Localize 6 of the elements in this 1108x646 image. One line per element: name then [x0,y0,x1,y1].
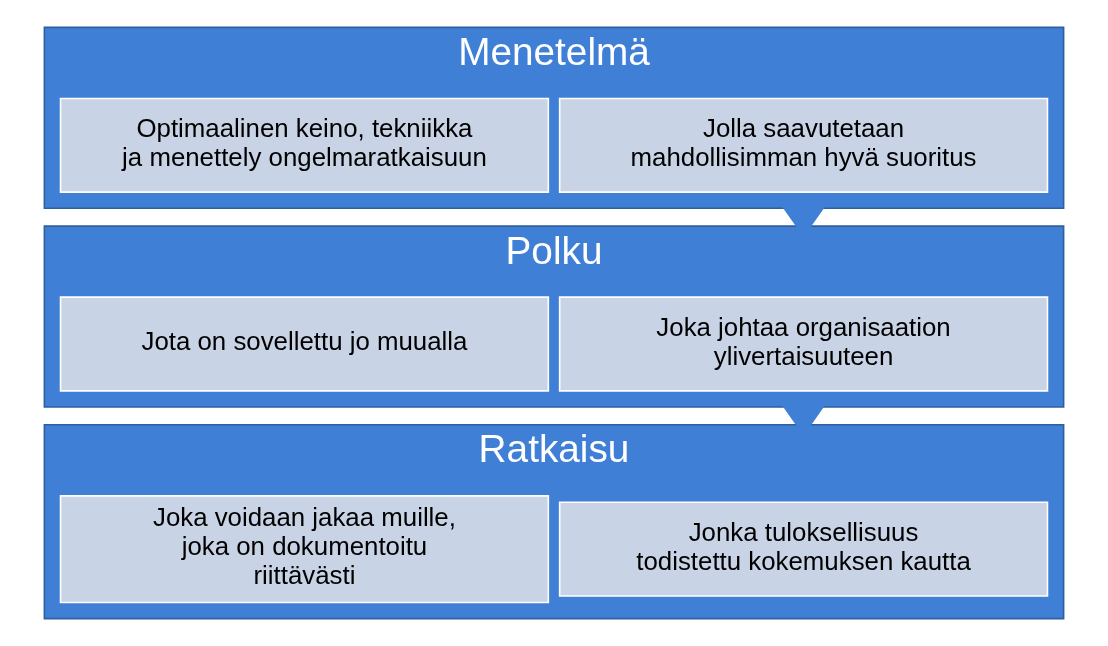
node-box: Optimaalinen keino, tekniikka ja menettely ongelmaratkaisuun [59,97,550,193]
node-box: Jonka tuloksellisuus todistettu kokemuksen kautta [558,501,1049,597]
node-box: Joka johtaa organisaation ylivertaisuuteen [558,296,1049,392]
node-box: Joka voidaan jakaa muille, joka on dokumentoitu riittävästi [59,495,550,604]
node-box: Jota on sovellettu jo muualla [59,296,550,392]
node-box: Jolla saavutetaan mahdollisimman hyvä suoritus [558,97,1049,193]
